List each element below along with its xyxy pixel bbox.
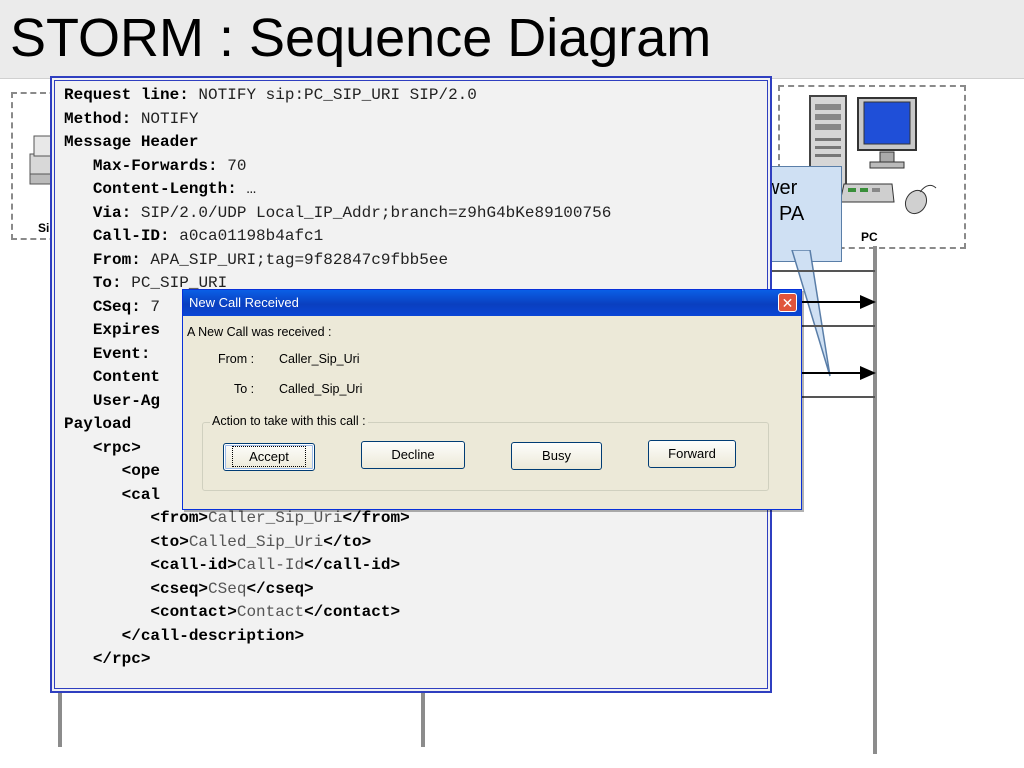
dialog-title: New Call Received	[189, 295, 299, 310]
contact-close-tag: </contact>	[304, 603, 401, 621]
from-key: From:	[92, 250, 141, 269]
lifeline-right	[873, 246, 877, 754]
via-key: Via:	[92, 203, 132, 222]
callout-line-2: PA	[779, 203, 805, 225]
via-value: SIP/2.0/UDP Local_IP_Addr;branch=z9hG4bK…	[131, 203, 612, 222]
payload-heading: Payload	[64, 415, 132, 433]
to-open-tag: <to>	[150, 532, 189, 551]
message-arrow-1	[800, 301, 864, 303]
accept-button[interactable]: Accept	[223, 443, 315, 471]
cseq-key: CSeq:	[92, 297, 141, 316]
callout-line-1: wer	[765, 177, 798, 199]
call-description-close-tag: </call-description>	[121, 626, 305, 645]
contact-open-tag: <contact>	[150, 603, 237, 621]
actor-label-left: Si	[38, 221, 50, 235]
cseq-tag-value: CSeq	[208, 579, 247, 598]
action-groupbox: Action to take with this call :	[202, 414, 769, 491]
action-group-label: Action to take with this call :	[210, 414, 368, 428]
expires-key: Expires	[92, 321, 161, 339]
page-title: STORM : Sequence Diagram	[10, 8, 712, 68]
message-line-1	[772, 270, 875, 272]
contact-tag-value: Contact	[236, 603, 305, 621]
call-id-tag-value: Call-Id	[236, 556, 305, 574]
to-label: To :	[234, 382, 255, 396]
event-key: Event:	[92, 344, 151, 363]
message-line-3	[772, 396, 875, 398]
lifeline-left	[58, 690, 62, 747]
rpc-open-tag: <rpc>	[92, 438, 141, 457]
call-id-close-tag: </call-id>	[304, 556, 401, 574]
cseq-open-tag: <cseq>	[150, 579, 209, 598]
monitor-icon	[857, 97, 917, 169]
from-value: Caller_Sip_Uri	[279, 352, 360, 366]
to-value: PC_SIP_URI	[121, 274, 228, 292]
arrowhead-1	[860, 295, 876, 309]
from-open-tag: <from>	[150, 509, 209, 527]
request-line-key: Request line:	[64, 86, 189, 104]
cseq-value: 7	[140, 297, 161, 316]
to-tag-value: Called_Sip_Uri	[188, 532, 324, 551]
callout-note: wer PA	[760, 166, 842, 262]
dialog-titlebar[interactable]: New Call Received ✕	[183, 290, 801, 316]
cseq-close-tag: </cseq>	[246, 579, 314, 598]
to-value: Called_Sip_Uri	[279, 382, 363, 396]
new-call-dialog: New Call Received ✕ A New Call was recei…	[182, 289, 802, 510]
title-bar: STORM : Sequence Diagram	[0, 0, 1024, 79]
method-value: NOTIFY	[131, 109, 199, 128]
printer-icon	[29, 135, 57, 185]
user-agent-key: User-Ag	[92, 391, 161, 410]
callout-pointer	[791, 250, 831, 377]
mouse-icon	[904, 184, 937, 215]
call-description-tag-partial: <cal	[121, 485, 161, 504]
call-id-open-tag: <call-id>	[150, 556, 237, 574]
content-length-key: Content-Length:	[92, 180, 237, 198]
from-close-tag: </from>	[342, 509, 410, 527]
keyboard-icon	[839, 183, 895, 203]
content-key: Content	[92, 368, 161, 386]
close-icon[interactable]: ✕	[778, 293, 797, 312]
from-label: From :	[218, 352, 255, 366]
busy-button[interactable]: Busy	[511, 442, 602, 470]
request-line-value: NOTIFY sip:PC_SIP_URI SIP/2.0	[188, 86, 477, 104]
message-arrow-2	[800, 372, 864, 374]
message-header-heading: Message Header	[64, 133, 199, 151]
dialog-message: A New Call was received :	[187, 325, 332, 339]
message-line-2	[800, 325, 875, 327]
lifeline-middle	[421, 690, 425, 747]
actor-label-pc: PC	[861, 230, 878, 244]
call-id-value: a0ca01198b4afc1	[169, 227, 324, 245]
forward-button[interactable]: Forward	[648, 440, 736, 468]
max-forwards-value: 70	[217, 156, 247, 175]
to-key: To:	[92, 274, 122, 292]
rpc-close-tag: </rpc>	[92, 650, 151, 668]
sip-message-text: Request line: NOTIFY sip:PC_SIP_URI SIP/…	[64, 84, 611, 672]
operation-tag-partial: <ope	[121, 462, 161, 480]
content-length-value: …	[236, 180, 257, 198]
method-key: Method:	[64, 109, 132, 128]
from-value: APA_SIP_URI;tag=9f82847c9fbb5ee	[140, 250, 449, 269]
to-close-tag: </to>	[323, 532, 372, 551]
max-forwards-key: Max-Forwards:	[92, 156, 218, 175]
arrowhead-2	[860, 366, 876, 380]
decline-button[interactable]: Decline	[361, 441, 465, 469]
call-id-key: Call-ID:	[92, 227, 170, 245]
from-tag-value: Caller_Sip_Uri	[208, 509, 343, 527]
accept-button-label: Accept	[232, 446, 306, 467]
